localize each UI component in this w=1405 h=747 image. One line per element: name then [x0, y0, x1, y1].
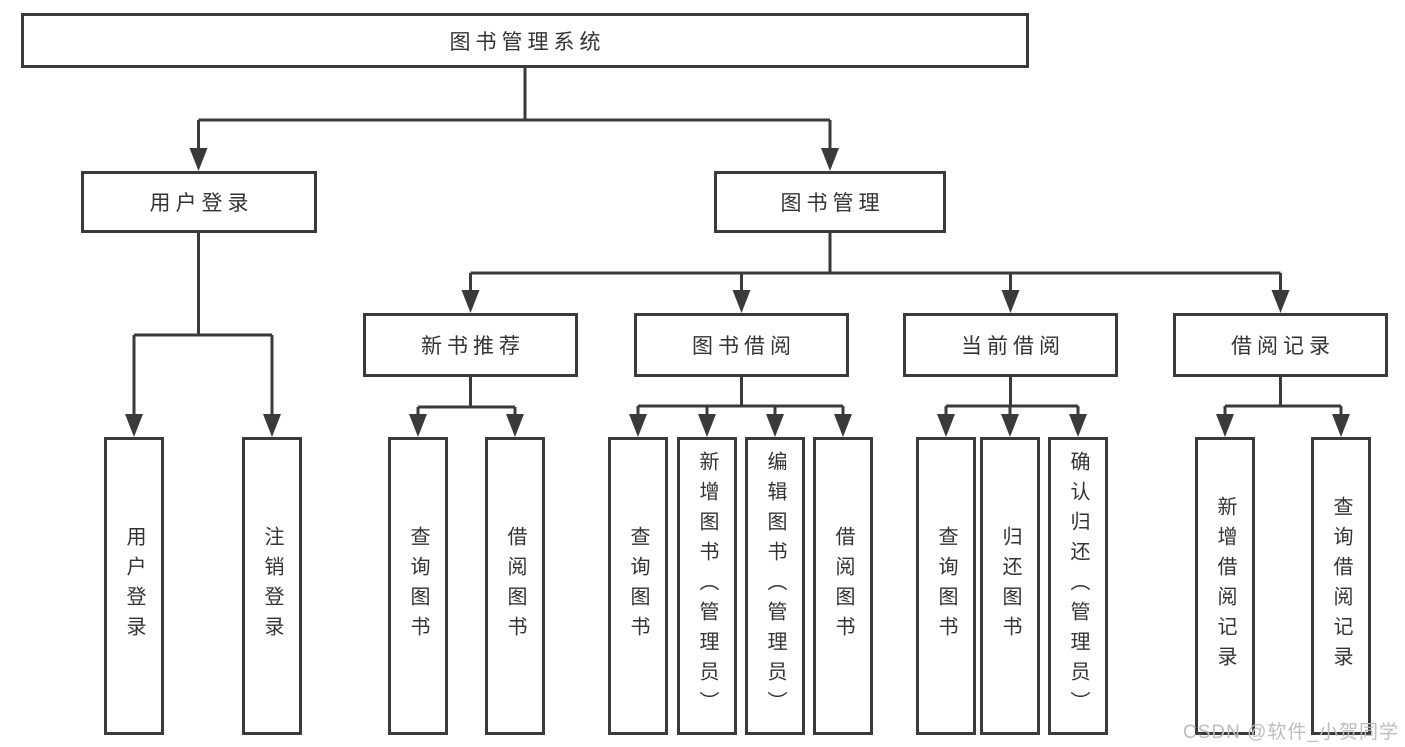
- node-label: 图书管理: [780, 192, 885, 215]
- node-label: 当前借阅: [961, 335, 1065, 358]
- arrow-down-icon: [1271, 290, 1290, 313]
- node-library-system: 图书管理系统: [21, 13, 1029, 68]
- leaf-edit-books-admin: 编辑图书（管理员）: [745, 437, 805, 735]
- node-label: 图书借阅: [692, 335, 796, 358]
- leaf-user-login: 用户登录: [104, 437, 164, 735]
- leaf-logout: 注销登录: [242, 437, 302, 735]
- node-label: 确认归还（管理员）: [1067, 451, 1089, 721]
- leaf-add-books-admin: 新增图书（管理员）: [677, 437, 737, 735]
- csdn-watermark: CSDN @软件_小贺同学: [1183, 722, 1399, 743]
- node-label: 借阅图书: [832, 526, 854, 646]
- leaf-query-books-recommend: 查询图书: [388, 437, 448, 735]
- arrow-down-icon: [1069, 414, 1087, 437]
- node-label: 新增图书（管理员）: [696, 451, 718, 721]
- arrow-down-icon: [937, 414, 955, 437]
- arrow-down-icon: [732, 290, 751, 313]
- node-label: 借阅记录: [1231, 335, 1335, 358]
- arrow-down-icon: [821, 148, 839, 171]
- arrow-down-icon: [1001, 290, 1020, 313]
- arrow-down-icon: [461, 290, 480, 313]
- node-label: 用户登录: [149, 192, 254, 215]
- leaf-borrow-books-borrowing: 借阅图书: [813, 437, 873, 735]
- node-label: 查询图书: [407, 526, 429, 646]
- arrow-down-icon: [1216, 414, 1234, 437]
- arrow-down-icon: [189, 148, 208, 171]
- node-user-login: 用户登录: [81, 171, 317, 233]
- node-label: 查询借阅记录: [1330, 496, 1352, 676]
- node-label: 编辑图书（管理员）: [764, 451, 786, 721]
- leaf-add-borrow-record: 新增借阅记录: [1195, 437, 1255, 735]
- node-new-book-recommend: 新书推荐: [363, 313, 578, 377]
- leaf-query-borrow-record: 查询借阅记录: [1311, 437, 1371, 735]
- node-label: 注销登录: [261, 526, 283, 646]
- arrow-down-icon: [698, 414, 716, 437]
- node-label: 用户登录: [123, 526, 145, 646]
- arrow-down-icon: [409, 414, 427, 437]
- leaf-borrow-books-recommend: 借阅图书: [485, 437, 545, 735]
- node-label: 查询图书: [935, 526, 957, 646]
- node-borrowing-records: 借阅记录: [1173, 313, 1388, 377]
- node-label: 归还图书: [999, 526, 1021, 646]
- arrow-down-icon: [1332, 414, 1350, 437]
- arrow-down-icon: [766, 414, 784, 437]
- arrow-down-icon: [1001, 414, 1019, 437]
- arrow-down-icon: [834, 414, 852, 437]
- node-current-borrowing: 当前借阅: [903, 313, 1118, 377]
- node-label: 图书管理系统: [449, 30, 606, 54]
- node-book-management: 图书管理: [714, 171, 946, 233]
- node-label: 新增借阅记录: [1214, 496, 1236, 676]
- node-label: 借阅图书: [504, 526, 526, 646]
- arrow-down-icon: [263, 414, 281, 437]
- leaf-return-books: 归还图书: [980, 437, 1040, 735]
- arrow-down-icon: [629, 414, 647, 437]
- arrow-down-icon: [506, 414, 524, 437]
- leaf-confirm-return-admin: 确认归还（管理员）: [1048, 437, 1108, 735]
- arrow-down-icon: [125, 414, 143, 437]
- node-label: 新书推荐: [421, 335, 525, 358]
- node-label: 查询图书: [627, 526, 649, 646]
- leaf-query-books-current: 查询图书: [916, 437, 976, 735]
- leaf-query-books-borrowing: 查询图书: [608, 437, 668, 735]
- node-book-borrowing: 图书借阅: [634, 313, 849, 377]
